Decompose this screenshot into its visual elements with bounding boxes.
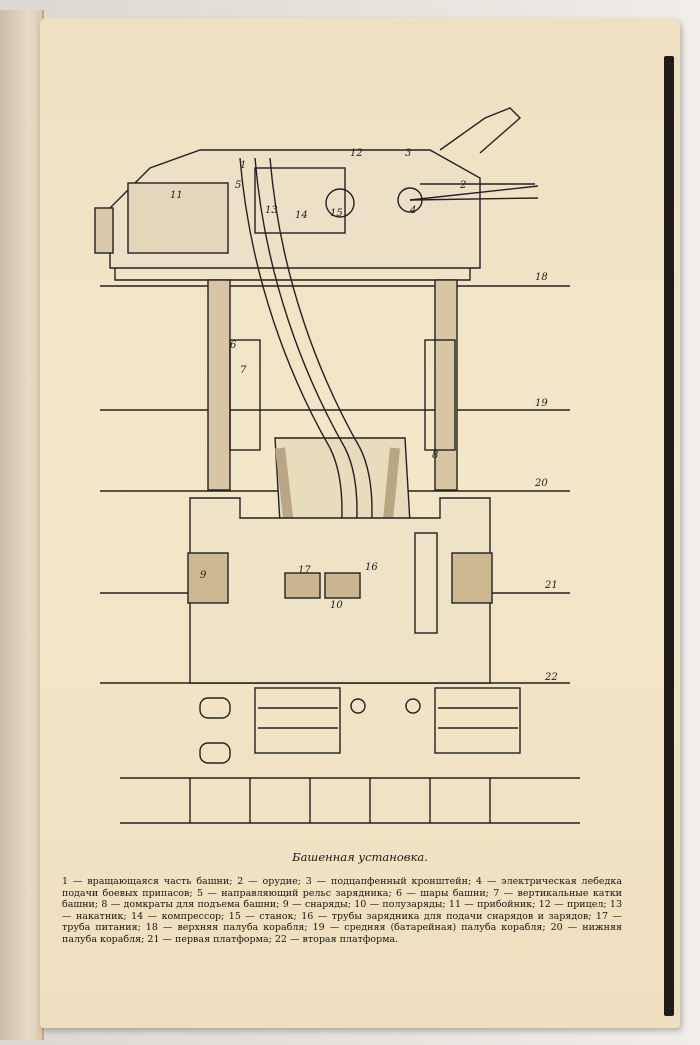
diagram-callout-4: 4 xyxy=(409,205,416,216)
diagram-callout-11: 11 xyxy=(170,190,183,201)
diagram-callout-21: 21 xyxy=(544,580,558,591)
diagram-callout-2: 2 xyxy=(459,180,466,191)
diagram-callout-9: 9 xyxy=(200,570,207,581)
diagram-callout-16: 16 xyxy=(365,562,378,573)
diagram-callout-12: 12 xyxy=(350,148,363,159)
diagram-callout-20: 20 xyxy=(534,478,548,489)
diagram-callout-19: 19 xyxy=(535,398,548,409)
diagram-callout-8: 8 xyxy=(432,450,438,461)
diagram-callout-5: 5 xyxy=(235,180,241,191)
diagram-callout-10: 10 xyxy=(330,600,343,611)
diagram-callout-1: 1 xyxy=(240,160,246,171)
figure-caption-legend: 1 — вращающаяся часть башни; 2 — орудие;… xyxy=(62,876,622,945)
diagram-callout-14: 14 xyxy=(295,210,308,221)
book-spine xyxy=(664,56,674,1016)
diagram-callout-3: 3 xyxy=(405,148,411,159)
diagram-callout-22: 22 xyxy=(544,672,558,683)
diagram-callout-17: 17 xyxy=(298,565,311,576)
figure-caption-title: Башенная установка. xyxy=(292,850,428,864)
diagram-callout-6: 6 xyxy=(230,340,237,351)
diagram-callout-15: 15 xyxy=(330,208,343,219)
diagram-callout-7: 7 xyxy=(240,365,247,376)
diagram-callout-18: 18 xyxy=(535,272,548,283)
left-page-edge xyxy=(0,10,44,1040)
diagram-callout-13: 13 xyxy=(265,205,278,216)
